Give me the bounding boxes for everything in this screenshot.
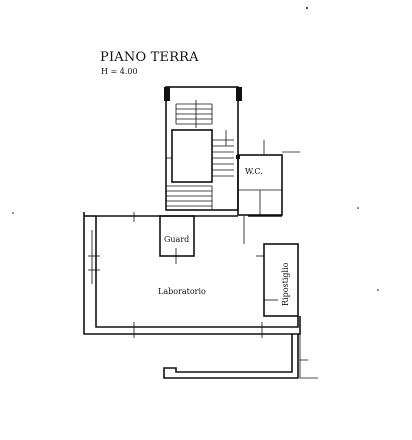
speck-mark xyxy=(357,207,359,209)
floor-title: PIANO TERRA xyxy=(100,50,199,65)
floor-height-label: H = 4.00 xyxy=(101,67,138,76)
lower-wall xyxy=(163,334,318,379)
stairwell xyxy=(164,86,242,211)
storage-room xyxy=(256,243,299,317)
guard-room xyxy=(159,215,195,264)
room-label-wc: W.C. xyxy=(245,167,263,176)
wc-room xyxy=(236,140,300,216)
room-label-lab: Laboratorio xyxy=(158,287,206,296)
speck-mark xyxy=(377,289,379,291)
side-stair xyxy=(212,139,234,177)
room-label-guard: Guard xyxy=(164,235,190,244)
room-label-storage: Ripostiglio xyxy=(281,262,290,306)
lower-stair xyxy=(166,185,213,210)
lab-room xyxy=(83,212,301,338)
speck-mark xyxy=(12,212,14,214)
upper-stair xyxy=(175,100,213,128)
landing xyxy=(171,129,213,183)
speck-mark xyxy=(306,7,308,9)
